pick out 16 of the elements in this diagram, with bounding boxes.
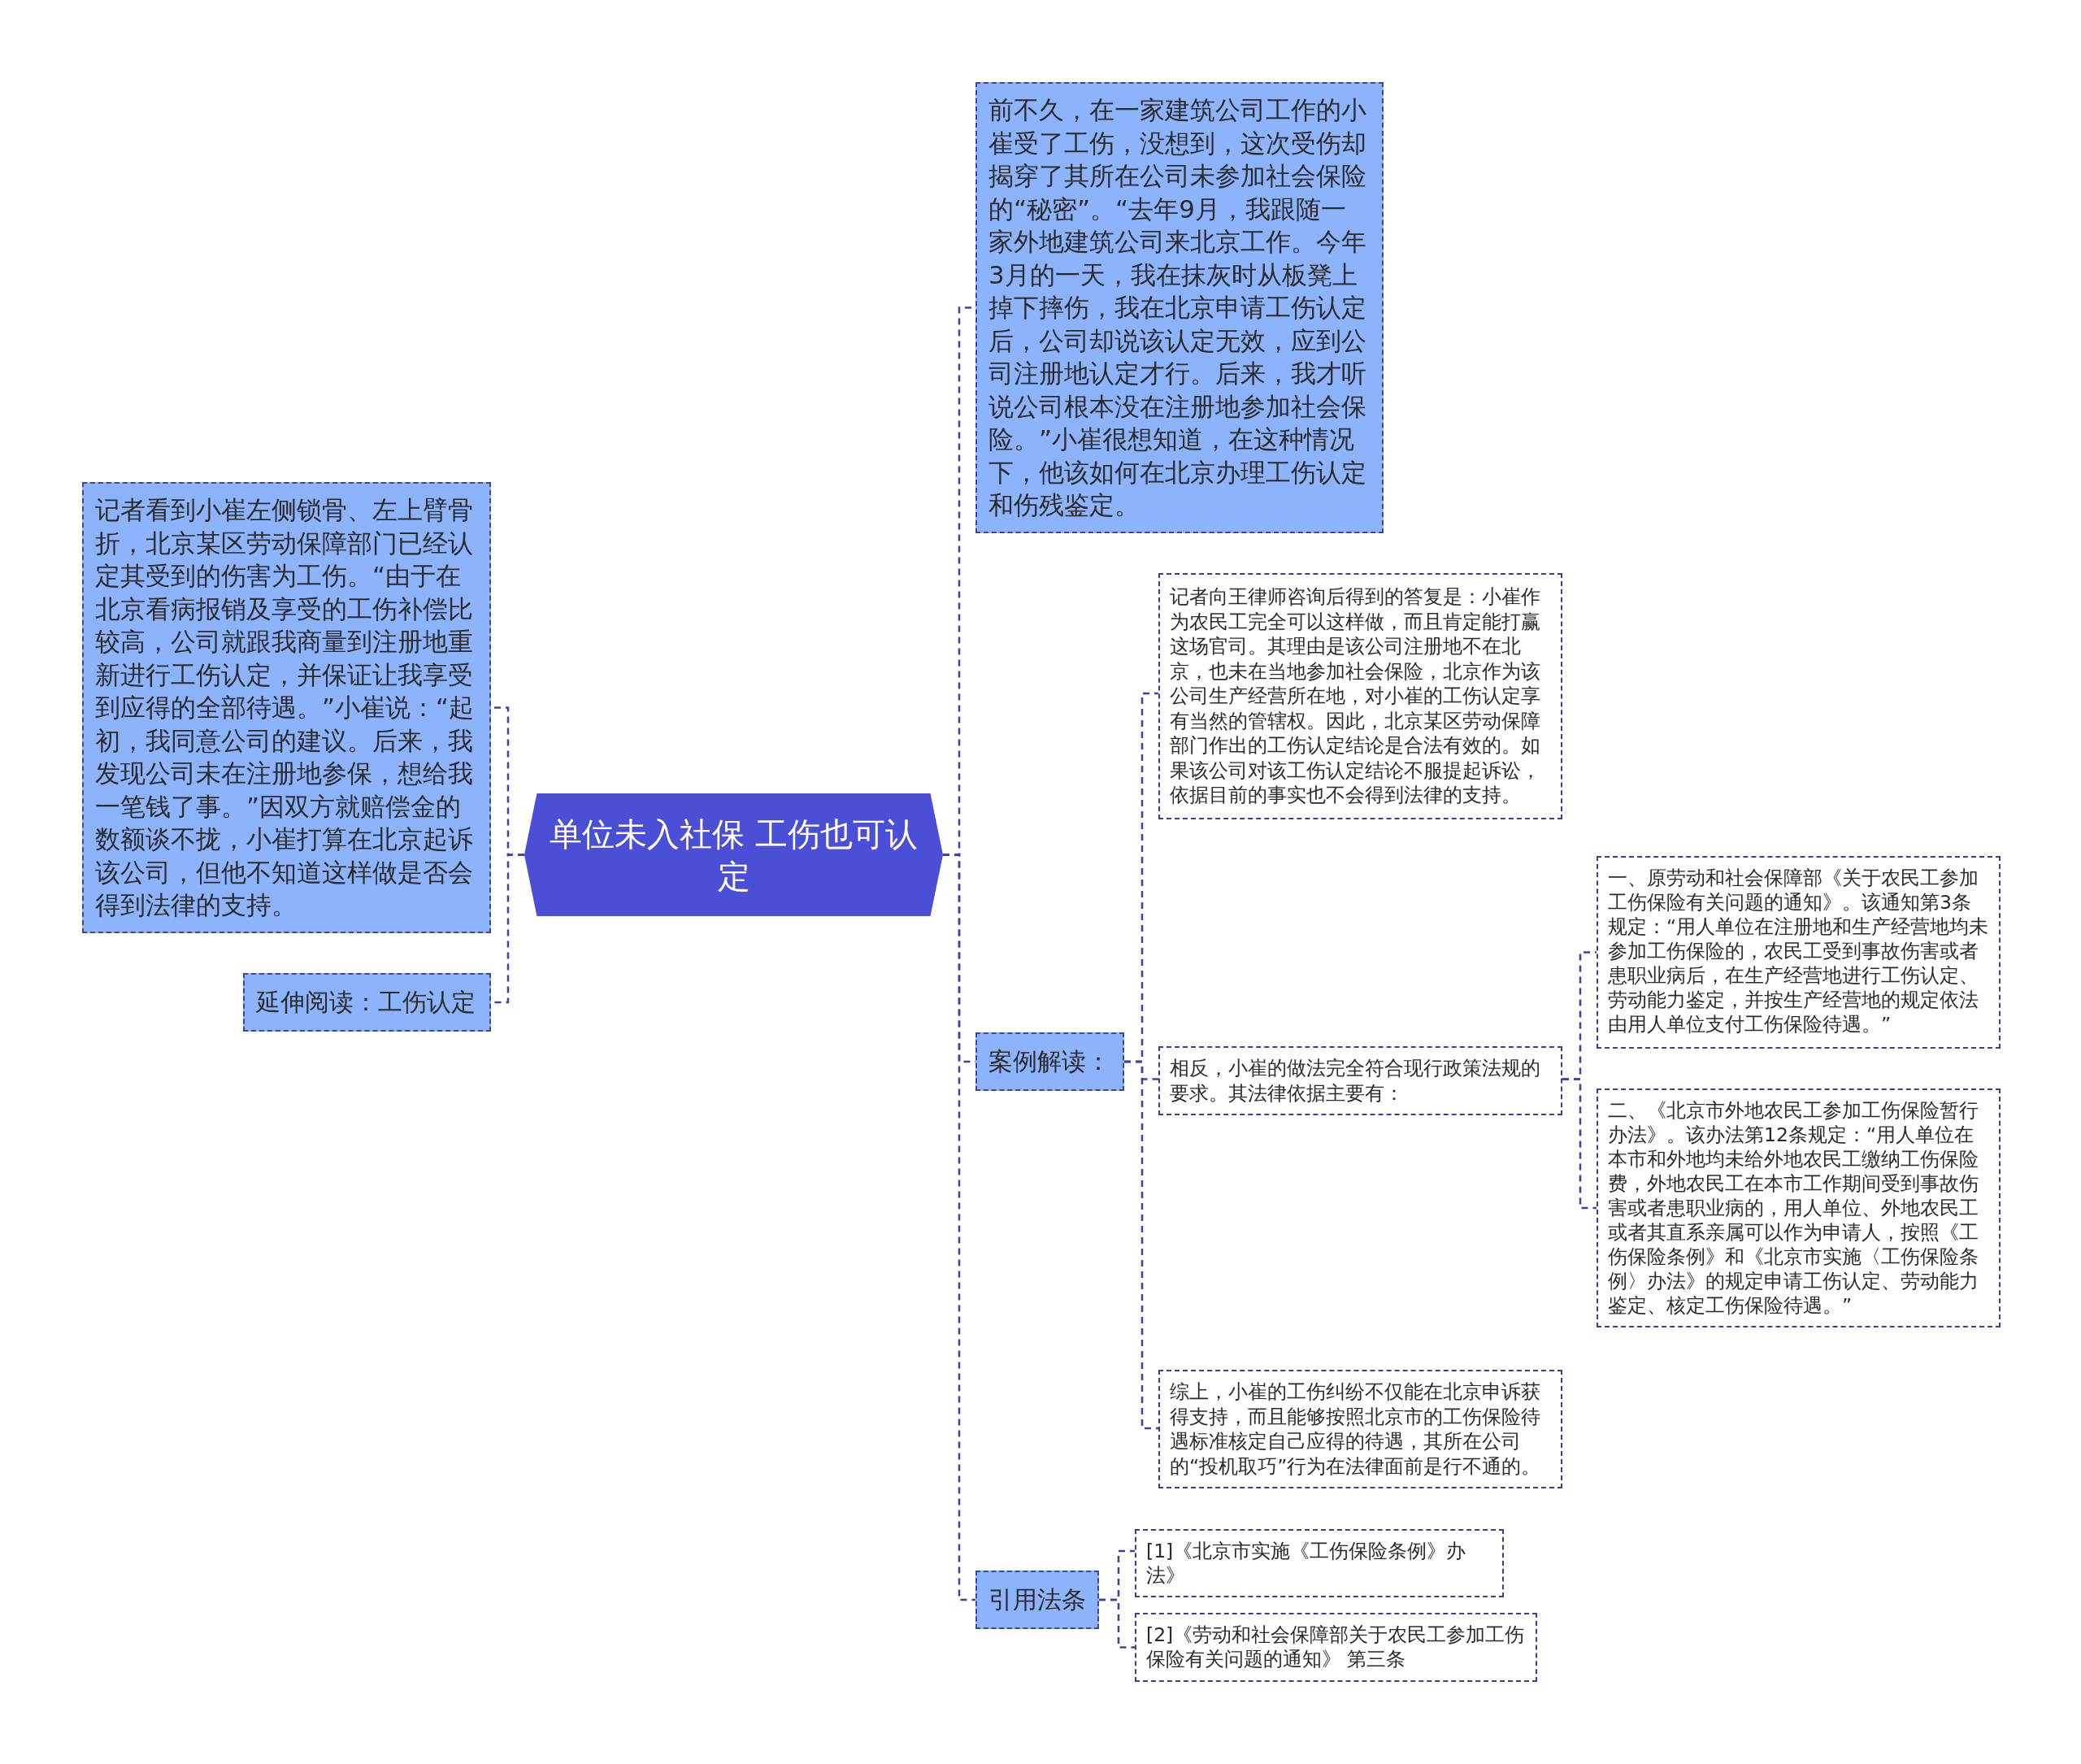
- topic-box: 记者看到小崔左侧锁骨、左上臂骨折，北京某区劳动保障部门已经认定其受到的伤害为工伤。“由于在北京看病报销及享受的工伤补偿比较高，公司就跟我商量到注册地重新进行工伤认定，并保证让我享受到应得的全部待遇。”小崔说：“起初，我同意公司的建议。后来，我发现公司未在注册地参保，想给我一笔钱了事。”因双方就赔偿金的数额谈不拢，小崔打算在北京起诉该公司，但他不知道这样做是否会得到法律的支持。: [82, 482, 491, 933]
- connector-line: [943, 854, 975, 1601]
- note-box: [2]《劳动和社会保障部关于农民工参加工伤保险有关问题的通知》 第三条: [1135, 1613, 1537, 1682]
- topic-box: 案例解读：: [975, 1032, 1124, 1091]
- note-box: 记者向王律师咨询后得到的答复是：小崔作为农民工完全可以这样做，而且肯定能打赢这场官司。其理由是该公司注册地不在北京，也未在当地参加社会保险，北京作为该公司生产经营所在地，对小崔的工伤认定享有当然的管辖权。因此，北京某区劳动保障部门作出的工伤认定结论是合法有效的。如果该公司对该工伤认定结论不服提起诉讼，依据目前的事实也不会得到法律的支持。: [1158, 573, 1562, 819]
- note-box: 综上，小崔的工伤纠纷不仅能在北京申诉获得支持，而且能够按照北京市的工伤保险待遇标准核定自己应得的待遇，其所在公司的“投机取巧”行为在法律面前是行不通的。: [1158, 1370, 1562, 1488]
- note-box: 一、原劳动和社会保障部《关于农民工参加工伤保险有关问题的通知》。该通知第3条规定：“用人单位在注册地和生产经营地均未参加工伤保险的，农民工受到事故伤害或者患职业病后，在生产经营地进行工伤认定、劳动能力鉴定，并按生产经营地的规定依法由用人单位支付工伤保险待遇。”: [1597, 856, 2001, 1049]
- note-box: 相反，小崔的做法完全符合现行政策法规的要求。其法律依据主要有：: [1158, 1046, 1562, 1115]
- note-box: 二、《北京市外地农民工参加工伤保险暂行办法》。该办法第12条规定：“用人单位在本市和外地均未给外地农民工缴纳工伤保险费，外地农民工在本市工作期间受到事故伤害或者患职业病的，用人单位、外地农民工或者其直系亲属可以作为申请人，按照《工伤保险条例》和《北京市实施〈工伤保险条例〉办法》的规定申请工伤认定、劳动能力鉴定、核定工伤保险待遇。”: [1597, 1088, 2001, 1327]
- topic-box: 引用法条: [975, 1571, 1099, 1629]
- connector-line: [1562, 1078, 1597, 1210]
- topic-box: 前不久，在一家建筑公司工作的小崔受了工伤，没想到，这次受伤却揭穿了其所在公司未参加社会保险的“秘密”。“去年9月，我跟随一家外地建筑公司来北京工作。今年3月的一天，我在抹灰时从板凳上掉下摔伤，我在北京申请工伤认定后，公司却说该认定无效，应到公司注册地认定才行。后来，我才听说公司根本没在注册地参加社会保险。”小崔很想知道，在这种情况下，他该如何在北京办理工伤认定和伤残鉴定。: [975, 82, 1384, 533]
- note-box: [1]《北京市实施《工伤保险条例》办法》: [1135, 1529, 1504, 1597]
- topic-box: 延伸阅读：工伤认定: [243, 973, 491, 1032]
- connector-line: [1124, 1060, 1158, 1430]
- connector-line: [1099, 1598, 1135, 1649]
